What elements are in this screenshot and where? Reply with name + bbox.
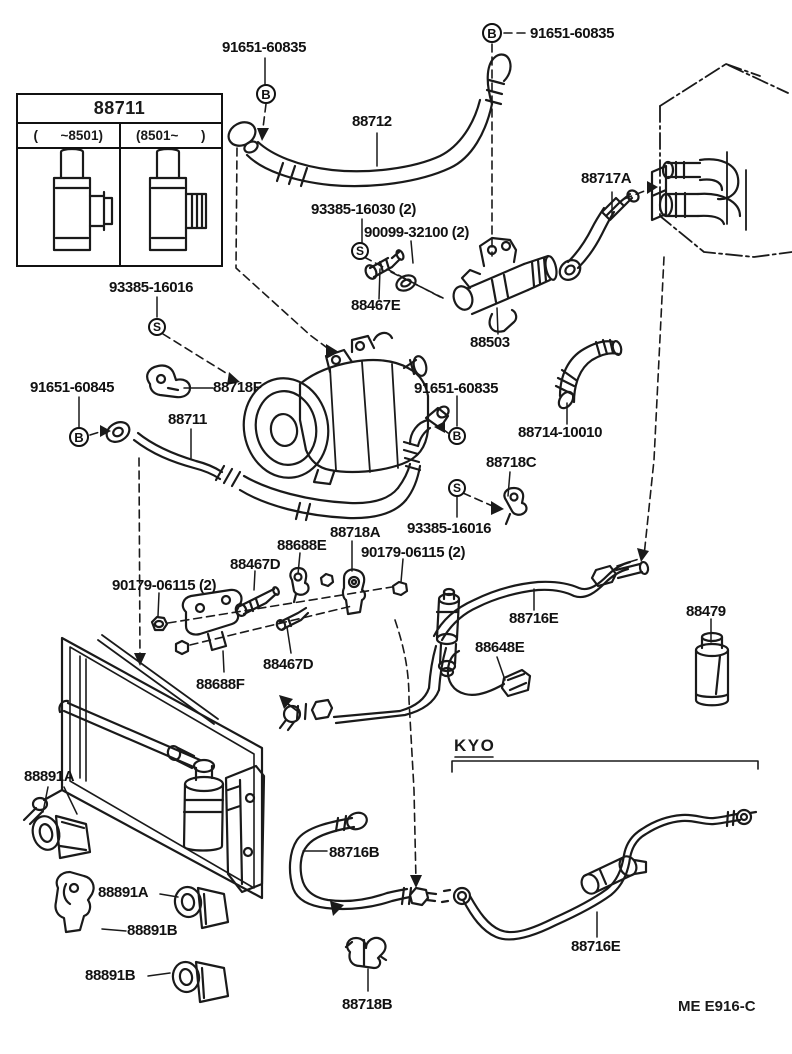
- part-label-90099-32100-2--5: 90099-32100 (2): [364, 224, 469, 241]
- part-label-88891B-29: 88891B: [85, 967, 136, 984]
- part-label-88716B-30: 88716B: [329, 844, 380, 861]
- part-label-88467D-21: 88467D: [263, 656, 314, 673]
- part-label-91651-60835-8: 91651-60835: [414, 380, 499, 397]
- part-label-93385-16016-11: 93385-16016: [407, 520, 492, 537]
- suction-hose-88711-drawing: [105, 405, 450, 522]
- clamp-88718c-drawing: [503, 486, 528, 526]
- figure-code: ME E916-C: [678, 998, 756, 1015]
- part-label-88479-25: 88479: [686, 603, 726, 620]
- part-label-88648E-24: 88648E: [475, 639, 525, 656]
- callout-s-marker-4: S: [351, 242, 369, 260]
- part-label-88688F-22: 88688F: [196, 676, 245, 693]
- part-label-88718C-10: 88718C: [486, 454, 537, 471]
- variant-table-part-number: 88711: [18, 95, 221, 124]
- part-label-88716E-23: 88716E: [509, 610, 559, 627]
- part-label-90179-06115-2--20: 90179-06115 (2): [112, 577, 217, 594]
- part-label-88718B-31: 88718B: [342, 996, 393, 1013]
- part-label-91651-60845-14: 91651-60845: [30, 379, 115, 396]
- variant-range-late: (8501~ ): [136, 128, 206, 143]
- valve-late-drawing: [148, 147, 208, 252]
- part-label-88467D-18: 88467D: [230, 556, 281, 573]
- callout-b-marker-3: B: [448, 427, 466, 445]
- variant-cell-early: [18, 149, 121, 267]
- fastener-cluster-drawing: [150, 249, 417, 656]
- expansion-valve-88503-drawing: [452, 236, 558, 333]
- part-label-88718F-13: 88718F: [213, 379, 262, 396]
- part-label-91651-60835-0: 91651-60835: [222, 39, 307, 56]
- callout-b-marker-2: B: [69, 427, 89, 447]
- variant-table: 88711 ( ~8501) (8501~ ): [16, 93, 223, 267]
- valve-early-drawing: [52, 147, 114, 252]
- part-label-93385-16030-2--4: 93385-16030 (2): [311, 201, 416, 218]
- part-label-88891A-26: 88891A: [24, 768, 75, 785]
- clamp-88718f-drawing: [146, 364, 192, 399]
- part-label-88467E-6: 88467E: [351, 297, 401, 314]
- hose-88712-drawing: [227, 53, 512, 188]
- firewall-panel-drawing: [650, 63, 792, 258]
- part-label-88714-10010-9: 88714-10010: [518, 424, 603, 441]
- variant-table-valves: [52, 147, 208, 252]
- wire-88648e-drawing: [446, 649, 532, 698]
- condenser-assembly-drawing: [22, 634, 266, 900]
- receiver-bottle-88479-drawing: [694, 631, 730, 707]
- callout-b-marker-1: B: [482, 23, 502, 43]
- callout-s-marker-5: S: [148, 318, 166, 336]
- part-label-88712-2: 88712: [352, 113, 392, 130]
- callout-b-marker-0: B: [256, 84, 276, 104]
- part-label-88716E-32: 88716E: [571, 938, 621, 955]
- hose-88716b-drawing: [288, 811, 438, 911]
- brackets-88891-drawing: [31, 814, 230, 1004]
- part-label-88891B-28: 88891B: [127, 922, 178, 939]
- part-label-88711-15: 88711: [168, 411, 207, 428]
- callout-s-marker-6: S: [448, 479, 466, 497]
- group-label-kyo: KYO: [454, 736, 496, 755]
- variant-range-early: ( ~8501): [18, 124, 121, 147]
- clamp-88718b-drawing: [344, 936, 388, 970]
- part-label-91651-60835-1: 91651-60835: [530, 25, 615, 42]
- part-label-90179-06115-2--19: 90179-06115 (2): [361, 544, 466, 561]
- part-label-93385-16016-12: 93385-16016: [109, 279, 194, 296]
- kyo-bracket-line: [451, 756, 759, 773]
- flex-hose-88714-drawing: [554, 338, 623, 410]
- part-label-88503-7: 88503: [470, 334, 510, 351]
- kyo-pipe-88716e-lower-drawing: [440, 808, 758, 941]
- part-label-88688E-17: 88688E: [277, 537, 327, 554]
- part-label-88718A-16: 88718A: [330, 524, 381, 541]
- hose-88717a-drawing: [558, 189, 640, 281]
- part-label-88717A-3: 88717A: [581, 170, 632, 187]
- part-label-88891A-27: 88891A: [98, 884, 149, 901]
